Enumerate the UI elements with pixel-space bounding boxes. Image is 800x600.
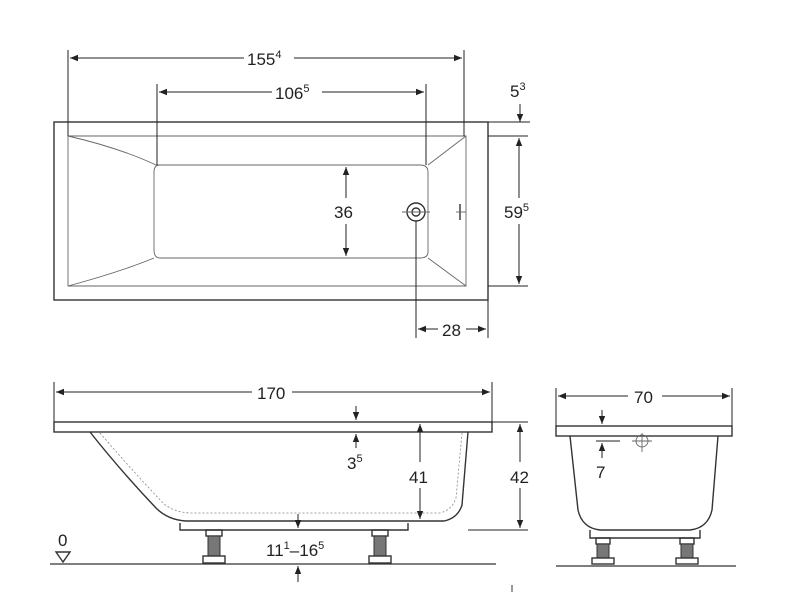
end-view-rim (555, 425, 733, 437)
dim-28-label: 28 (442, 321, 461, 340)
dim-leg-label: 111–165 (266, 540, 324, 560)
end-view: 70 7 (555, 388, 736, 567)
dim-70-label: 70 (634, 388, 653, 407)
dim-42-label: 42 (510, 468, 529, 487)
top-view-inner-basin (67, 135, 467, 287)
end-view-body (569, 435, 719, 531)
top-view: 1554 1065 53 36 595 28 (53, 49, 530, 340)
side-view-rim (53, 421, 493, 433)
dim-36-label: 36 (334, 203, 353, 222)
top-view-slope-lines (67, 135, 467, 287)
end-view-leg-right (675, 537, 699, 565)
end-view-leg-left (591, 537, 615, 565)
dim-41-label: 41 (409, 468, 428, 487)
floor-level-marker (54, 551, 72, 564)
floor-level-label: 0 (58, 531, 67, 550)
dim-3-label: 35 (347, 453, 363, 473)
side-view-leg-left (202, 529, 226, 564)
side-view: 170 35 41 42 111–165 0 (50, 382, 529, 582)
top-view-basin-floor (153, 164, 429, 259)
side-view-inner-line (99, 432, 463, 514)
end-view-base (589, 530, 701, 539)
dim-106-label: 1065 (275, 83, 310, 103)
side-view-body (89, 431, 469, 522)
dim-59-label: 595 (504, 202, 529, 222)
dim-155-label: 1554 (247, 49, 282, 69)
dim-7-label: 7 (596, 463, 605, 482)
dim-170-label: 170 (257, 384, 285, 403)
top-view-outer-rim (53, 121, 489, 301)
side-view-leg-right (368, 529, 392, 564)
side-view-base (179, 523, 409, 531)
dim-5-label: 53 (510, 81, 526, 101)
